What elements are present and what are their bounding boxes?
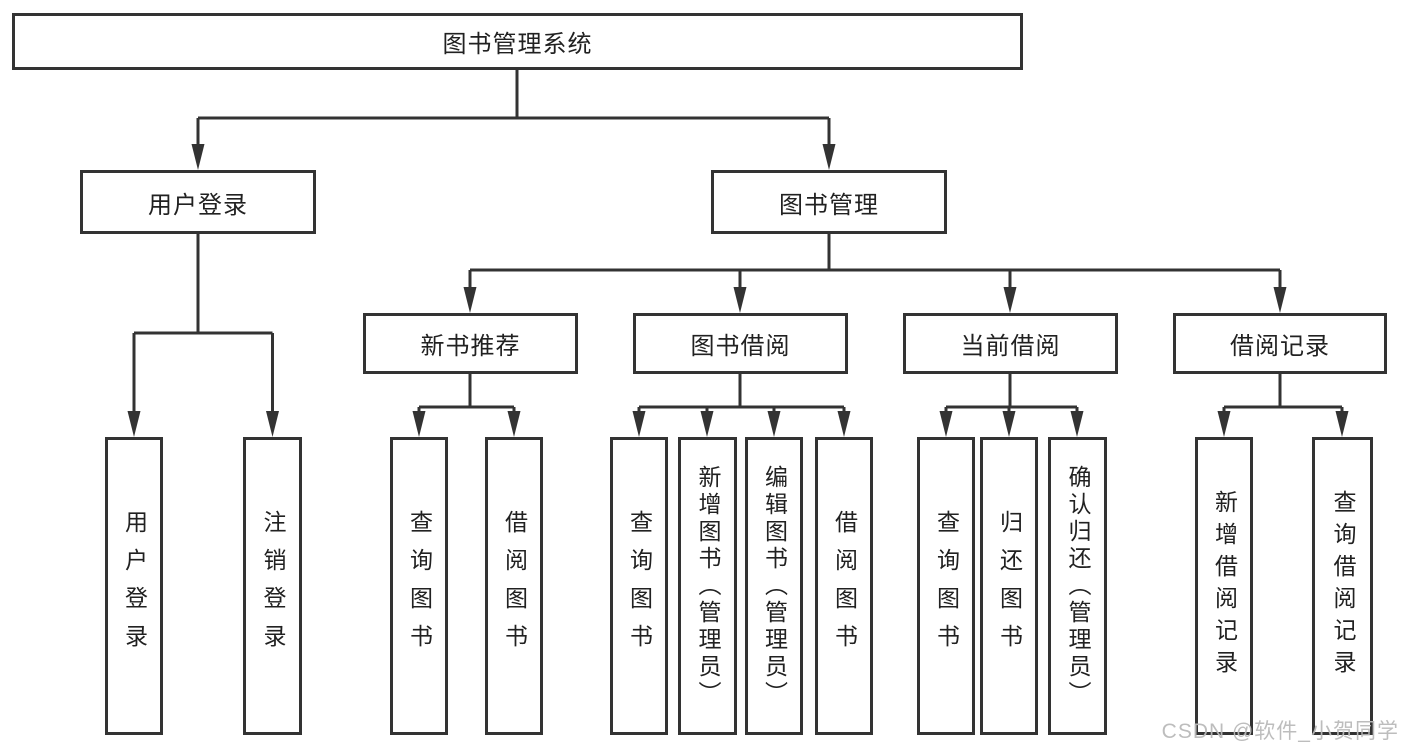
node-label: 新书推荐	[420, 333, 521, 360]
node-label: 图书管理	[779, 191, 879, 219]
leaf-label: 确认归还（管理员）	[1065, 464, 1091, 708]
node-label: 用户登录	[148, 191, 248, 219]
leaf-label: 新增借阅记录	[1211, 490, 1238, 682]
leaf-return-book: 归还图书	[980, 437, 1038, 735]
leaf-query-borrow-record: 查询借阅记录	[1312, 437, 1373, 735]
leaf-add-book-admin: 新增图书（管理员）	[678, 437, 737, 735]
leaf-edit-book-admin: 编辑图书（管理员）	[745, 437, 803, 735]
leaf-label: 查询图书	[626, 510, 653, 662]
node-new-book-recommend: 新书推荐	[363, 313, 578, 374]
node-label: 当前借阅	[960, 333, 1061, 360]
leaf-label: 新增图书（管理员）	[695, 464, 721, 708]
leaf-label: 注销登录	[260, 510, 286, 662]
node-book-management: 图书管理	[711, 170, 947, 234]
watermark-text: CSDN @软件_小贺同学	[1161, 720, 1399, 743]
node-label: 图书借阅	[690, 333, 791, 360]
node-library-management-system: 图书管理系统	[12, 13, 1023, 70]
leaf-label: 归还图书	[996, 510, 1023, 662]
node-label: 借阅记录	[1230, 333, 1330, 360]
leaf-label: 编辑图书（管理员）	[761, 464, 788, 708]
leaf-label: 借阅图书	[501, 510, 528, 662]
leaf-confirm-return-admin: 确认归还（管理员）	[1048, 437, 1107, 735]
leaf-logout: 注销登录	[243, 437, 302, 735]
leaf-label: 借阅图书	[831, 510, 858, 662]
leaf-user-login: 用户登录	[105, 437, 163, 735]
leaf-label: 查询图书	[406, 510, 433, 662]
node-book-borrow: 图书借阅	[633, 313, 848, 374]
leaf-borrow-books-2: 借阅图书	[815, 437, 873, 735]
node-current-borrow: 当前借阅	[903, 313, 1118, 374]
arrowheads	[127, 144, 1349, 437]
leaf-borrow-books: 借阅图书	[485, 437, 543, 735]
node-user-login: 用户登录	[80, 170, 316, 234]
leaf-label: 用户登录	[121, 510, 148, 662]
node-borrow-records: 借阅记录	[1173, 313, 1387, 374]
leaf-query-books-2: 查询图书	[610, 437, 668, 735]
leaf-query-books-3: 查询图书	[917, 437, 975, 735]
leaf-label: 查询图书	[933, 510, 960, 662]
leaf-add-borrow-record: 新增借阅记录	[1195, 437, 1253, 735]
leaf-query-books: 查询图书	[390, 437, 448, 735]
leaf-label: 查询借阅记录	[1330, 490, 1356, 682]
node-label: 图书管理系统	[442, 31, 593, 58]
